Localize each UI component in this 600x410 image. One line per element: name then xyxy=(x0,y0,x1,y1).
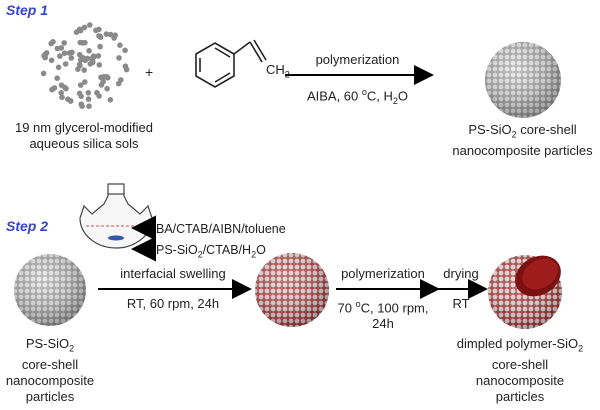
styrene-molecule xyxy=(195,39,267,88)
swollen-particle xyxy=(255,253,329,327)
silica-particle xyxy=(107,97,114,103)
step2-arrow2-bottom-label: 70 oC, 100 rpm, 24h xyxy=(337,299,429,332)
silica-particle xyxy=(85,90,92,96)
silica-particle xyxy=(82,57,88,64)
step1-arrow-bottom-label: AIBA, 60 oC, H2O xyxy=(306,87,409,106)
silica-particle xyxy=(54,45,61,52)
step2-end-label: dimpled polymer-SiO2 core-shell nanocomp… xyxy=(456,336,584,404)
three-neck-flask xyxy=(79,183,153,249)
silica-particle xyxy=(95,53,102,59)
step1-label: Step 1 xyxy=(6,2,49,18)
silica-particle xyxy=(85,96,92,102)
silica-particle xyxy=(58,90,64,96)
silica-particle xyxy=(59,94,65,101)
dimpled-particle xyxy=(488,255,562,329)
silica-particle xyxy=(94,89,100,96)
silica-particle xyxy=(101,73,107,80)
silica-particle xyxy=(50,39,56,45)
silica-particle xyxy=(66,50,73,56)
silica-particle xyxy=(62,61,69,67)
silica-particle xyxy=(116,55,122,61)
silica-particle xyxy=(104,85,110,92)
silica-particle xyxy=(82,79,88,85)
flask-input-bottom-label: PS-SiO2/CTAB/H2O xyxy=(156,243,266,260)
silica-particle xyxy=(111,35,117,41)
step1-product-label: PS-SiO2 core-shell nanocomposite particl… xyxy=(452,122,593,158)
step2-label: Step 2 xyxy=(6,218,49,234)
flask-input-top-label: BA/CTAB/AIBN/toluene xyxy=(156,222,286,236)
silica-particle xyxy=(90,53,97,59)
silica-particle xyxy=(86,103,92,109)
silica-particle xyxy=(100,78,106,85)
silica-particle xyxy=(76,61,83,68)
step2-arrow1-bottom-label: RT, 60 rpm, 24h xyxy=(126,296,220,311)
step2-arrow1-top-label: interfacial swelling xyxy=(120,266,226,281)
silica-sol-label: 19 nm glycerol-modified aqueous silica s… xyxy=(14,120,153,151)
silica-particle xyxy=(122,63,129,69)
ps-sio2-particle-step1 xyxy=(485,42,561,118)
silica-particle xyxy=(40,70,47,77)
silica-particle xyxy=(122,47,128,54)
silica-particle xyxy=(41,52,47,59)
step2-arrow3-top-label: drying xyxy=(443,266,479,281)
silica-particle xyxy=(57,53,63,59)
silica-particle xyxy=(61,50,68,56)
silica-particle xyxy=(48,57,55,64)
silica-particle xyxy=(96,62,103,68)
step1-arrow-top-label: polymerization xyxy=(315,52,400,67)
silica-particle xyxy=(76,26,83,33)
silica-particle xyxy=(65,96,71,102)
silica-particle xyxy=(107,31,114,38)
silica-particle xyxy=(68,55,75,61)
silica-particle xyxy=(87,22,93,28)
silica-particle xyxy=(81,24,88,31)
silica-particle xyxy=(115,80,122,87)
silica-particle xyxy=(117,42,123,48)
silica-particle xyxy=(103,31,110,37)
silica-particle xyxy=(54,75,60,81)
silica-particle xyxy=(97,43,103,50)
silica-particle xyxy=(75,66,81,72)
silica-sol-particles xyxy=(40,22,130,109)
vinyl-group-label: CH2 xyxy=(266,62,290,80)
step2-arrow3-bottom-label: RT xyxy=(452,296,470,311)
silica-particle xyxy=(79,40,86,46)
silica-particle xyxy=(93,27,99,34)
silica-particle xyxy=(76,51,83,58)
silica-particle xyxy=(77,82,84,88)
silica-particle xyxy=(79,103,85,109)
plus-sign: + xyxy=(145,64,154,80)
silica-particle xyxy=(81,67,87,73)
silica-particle xyxy=(78,93,84,100)
silica-particle xyxy=(86,48,92,54)
silica-particle xyxy=(61,40,67,46)
silica-particle xyxy=(89,59,96,66)
step2-start-label: PS-SiO2 core-shell nanocomposite particl… xyxy=(5,336,95,404)
silica-particle xyxy=(49,86,55,93)
silica-particle xyxy=(97,34,104,40)
step2-arrow2-top-label: polymerization xyxy=(341,266,425,281)
silica-particle xyxy=(55,64,62,71)
silica-particle xyxy=(58,82,65,88)
ps-sio2-particle-start xyxy=(14,254,86,326)
